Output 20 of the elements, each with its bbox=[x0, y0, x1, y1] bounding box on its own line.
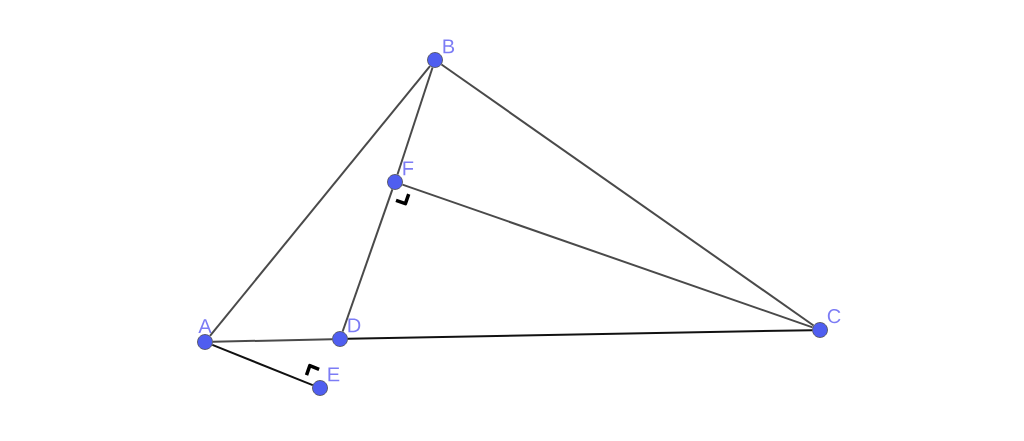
point: D bbox=[332, 318, 361, 347]
segment bbox=[341, 188, 394, 333]
point: C bbox=[812, 309, 841, 338]
segment bbox=[346, 329, 814, 340]
node-label: B bbox=[443, 39, 455, 54]
segment bbox=[211, 338, 334, 343]
segment bbox=[396, 66, 434, 176]
segment bbox=[440, 63, 815, 327]
node-label: C bbox=[827, 309, 841, 324]
segment bbox=[211, 343, 314, 387]
node-label: D bbox=[348, 318, 361, 333]
point: A bbox=[197, 319, 213, 350]
node-label: F bbox=[403, 161, 414, 176]
node-label: E bbox=[328, 367, 340, 382]
point: E bbox=[312, 367, 340, 396]
node-label: A bbox=[198, 319, 212, 333]
segment bbox=[209, 65, 431, 337]
point: B bbox=[427, 39, 455, 68]
segment bbox=[401, 183, 814, 329]
point: F bbox=[387, 161, 414, 190]
